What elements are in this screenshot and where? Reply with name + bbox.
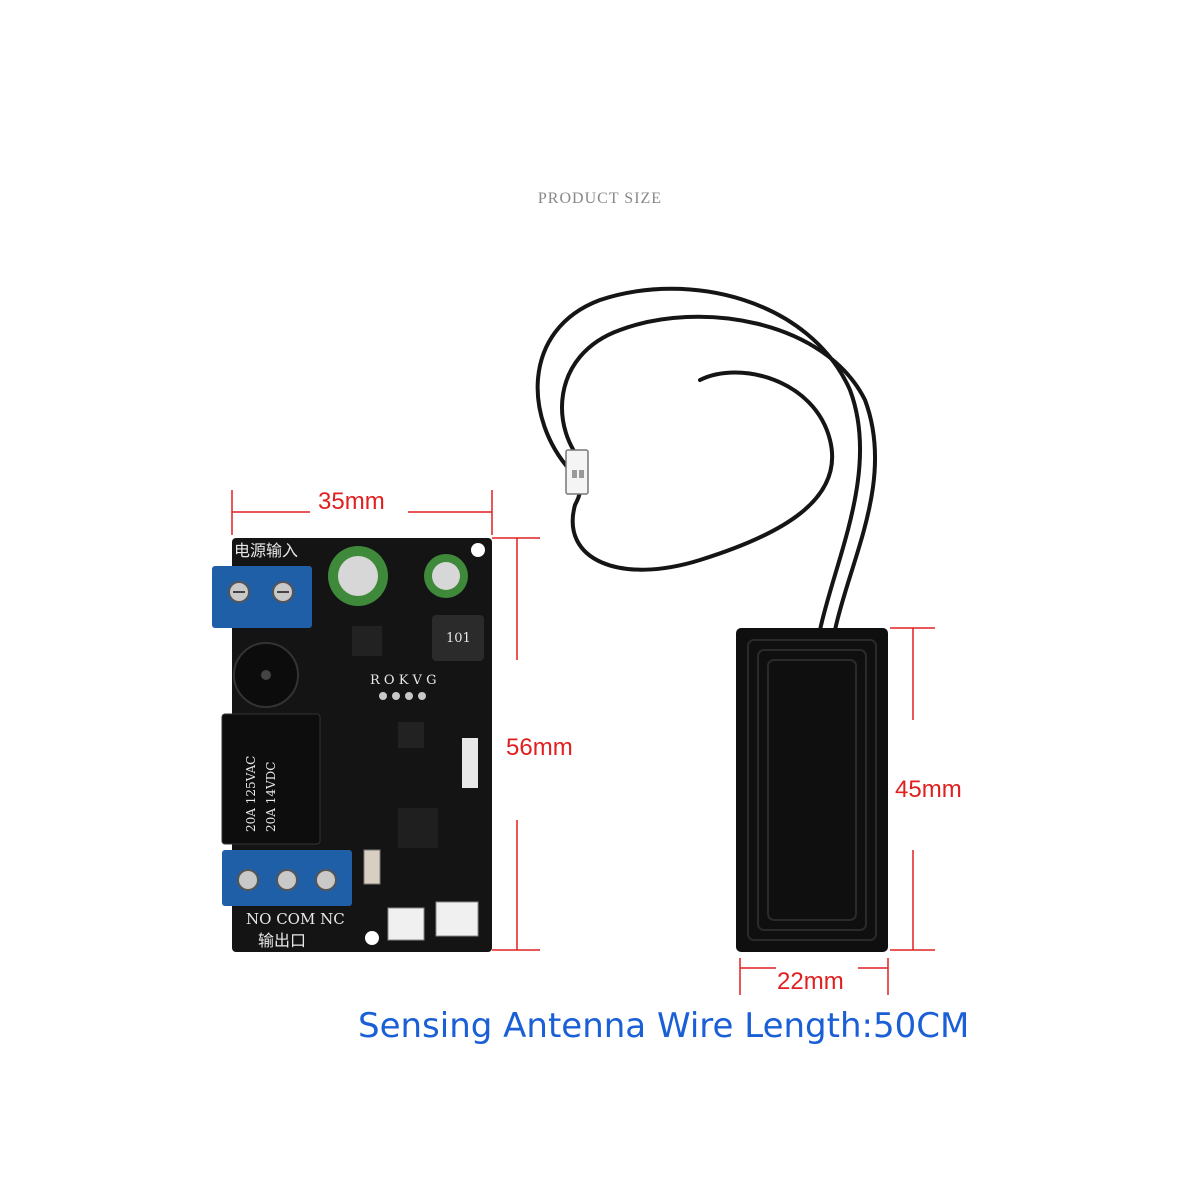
inductor <box>432 615 484 661</box>
capacitor <box>328 546 468 606</box>
control-board: 101 R O K V G 20A 125VAC 20A 14VDC <box>212 538 492 952</box>
board-height-dimension <box>492 537 540 951</box>
header-pins <box>379 692 426 700</box>
relay-rating-1: 20A 125VAC <box>244 756 258 832</box>
sensor-connector-1 <box>387 907 425 941</box>
regulator-chip <box>352 626 382 656</box>
output-port-label: 输出口 <box>258 931 306 950</box>
antenna-height-label: 45mm <box>895 776 962 803</box>
product-size-title: PRODUCT SIZE <box>537 190 663 207</box>
terminal-labels: NO COM NC <box>246 910 345 928</box>
board-width-dimension <box>231 490 493 535</box>
output-terminal <box>222 850 352 906</box>
brand-label: R O K V G <box>370 673 436 688</box>
sensor-connector-2 <box>435 901 479 937</box>
cable-connector <box>565 449 589 495</box>
antenna-width-dimension <box>739 958 889 995</box>
antenna-width-label: 22mm <box>777 968 844 995</box>
side-connector <box>462 738 478 788</box>
push-button <box>363 849 381 885</box>
board-height-label: 56mm <box>506 734 573 761</box>
inductor-label: 101 <box>446 631 471 646</box>
relay-rating-2: 20A 14VDC <box>264 762 278 833</box>
relay: 20A 125VAC 20A 14VDC <box>221 713 321 845</box>
power-input-label: 电源输入 <box>234 541 298 560</box>
microcontroller-chip <box>398 808 438 848</box>
antenna-pad <box>736 628 888 952</box>
antenna-height-dimension <box>890 627 935 951</box>
power-terminal <box>212 566 312 628</box>
board-width-label: 35mm <box>318 488 385 515</box>
antenna-wire-length-caption: Sensing Antenna Wire Length:50CM <box>358 1006 970 1046</box>
sensor-chip <box>398 722 424 748</box>
